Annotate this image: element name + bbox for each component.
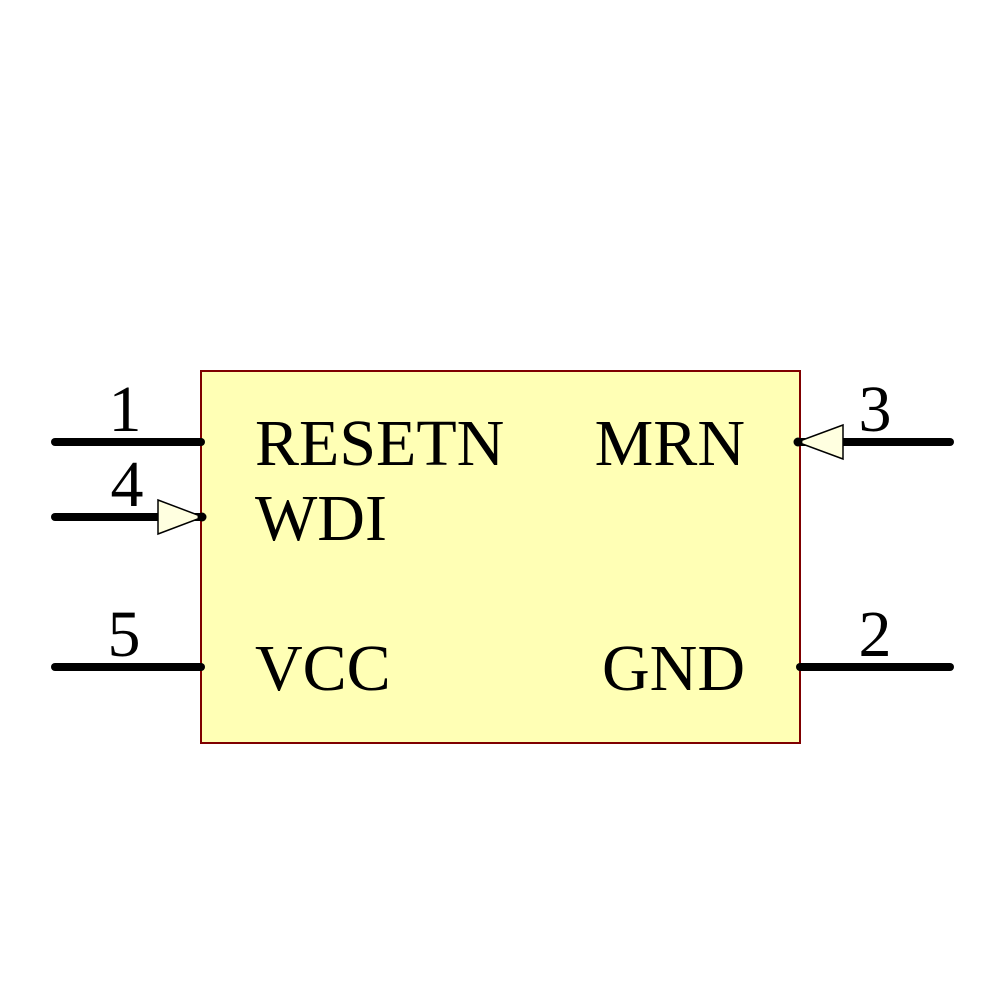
pin-4-junction-dot [197,512,207,522]
pin-3-number: 3 [859,373,892,446]
pin-3-junction-dot [793,437,803,447]
pin-5-number: 5 [108,598,141,671]
pin-2-label: GND [602,632,745,705]
pin-2-number: 2 [859,598,892,671]
pin-4-input-arrow-icon [157,498,206,536]
pin-1-label: RESETN [255,407,504,480]
pin-1-number: 1 [109,373,142,446]
pin-4-label: WDI [255,482,387,555]
pin-3-input-arrow-icon [794,423,844,461]
pin-3-label: MRN [595,407,745,480]
component-body[interactable] [200,370,801,744]
pin-5-label: VCC [255,632,391,705]
pin-4-number: 4 [111,448,144,521]
